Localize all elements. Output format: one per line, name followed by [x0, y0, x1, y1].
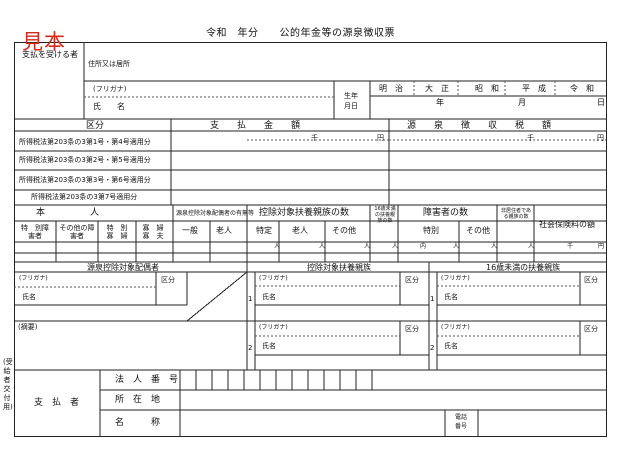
era-taisho: 大 正 — [425, 84, 449, 93]
dependent-index-1: 1 — [248, 295, 253, 303]
birth-label-2: 月日 — [344, 102, 358, 110]
dependents-specific: 特定 — [256, 226, 272, 235]
dependents-header: 控除対象扶養親族の数 — [259, 208, 350, 218]
amount-row-1: 所得税法第203条の3第1号・第4号適用分 — [19, 138, 151, 146]
under16-1-name: 氏名 — [444, 293, 458, 301]
dependents-general: 一般 — [182, 226, 198, 235]
furigana-label: (フリガナ) — [93, 85, 127, 93]
special-disabled: 特 別障害者 — [21, 224, 49, 240]
sample-stamp: 見本 — [22, 30, 66, 54]
social-insurance-header: 社会保険料の額 — [539, 220, 595, 229]
unit-person-4: 人 — [392, 243, 399, 250]
payer-address-label: 所 在 地 — [115, 395, 161, 405]
disabled-other: その他 — [466, 226, 490, 235]
under16-header: 16歳未満の扶養親族の数 — [374, 206, 396, 224]
amount-row-4: 所得税法第203条の3第7号適用分 — [31, 193, 138, 201]
under16-index-1: 1 — [430, 295, 435, 303]
under16-family-header: 16歳未満の扶養親族 — [486, 263, 561, 272]
disabled-special: 特別 — [423, 226, 439, 235]
spouse-header: 源泉控除対象配偶者 — [87, 263, 159, 272]
era-showa: 昭 和 — [475, 84, 499, 93]
dependents-other: その他 — [332, 226, 356, 235]
unit-person-1: 人 — [274, 243, 281, 250]
widow: 寡 婦寡 夫 — [142, 224, 164, 240]
dependent-2-name: 氏名 — [262, 342, 276, 350]
recipient-copy-note: (受給者交付用) — [3, 358, 13, 411]
dependent-index-2: 2 — [248, 344, 253, 352]
special-widow: 特 別寡 婦 — [106, 224, 128, 240]
payment-yen: 円 — [377, 134, 384, 142]
payment-header: 支 払 金 額 — [210, 121, 301, 131]
under16-2-furigana: (フリガナ) — [441, 324, 470, 331]
form-title: 令和 年分 公的年金等の源泉徴収票 — [206, 28, 395, 39]
other-disabled: その他の障害者 — [59, 224, 95, 240]
address-label: 住所又は居所 — [88, 60, 130, 68]
dependents-elderly: 老人 — [216, 226, 232, 235]
era-heisei: 平 成 — [522, 84, 546, 93]
social-thousand: 千 — [567, 243, 574, 250]
nonresident-header: 非居住者である親族の数 — [501, 208, 531, 220]
spouse-furigana: (フリガナ) — [19, 275, 48, 282]
corp-number-label: 法 人 番 号 — [115, 375, 179, 385]
unit-person-5: 人 — [453, 243, 460, 250]
disabled-header: 障害者の数 — [423, 208, 469, 218]
payer-label: 支 払 者 — [34, 398, 80, 408]
birth-label-1: 生年 — [344, 92, 358, 100]
withholding-yen: 円 — [597, 134, 604, 142]
phone-label-2: 番号 — [455, 423, 468, 430]
under16-2-name: 氏名 — [444, 342, 458, 350]
spouse-name-label: 氏名 — [22, 293, 36, 301]
dependents-family-header: 控除対象扶養親族 — [307, 263, 371, 272]
dependents-elderly-2: 老人 — [292, 226, 308, 235]
spouse-kubun: 区分 — [161, 276, 175, 284]
unit-person-3: 人 — [364, 243, 371, 250]
amount-row-3: 所得税法第203条の3第3号・第6号適用分 — [19, 176, 151, 184]
under16-1-kubun: 区分 — [584, 276, 598, 284]
era-reiwa: 令 和 — [570, 84, 594, 93]
kubun-header: 区分 — [86, 121, 105, 131]
remarks-label: (摘要) — [18, 323, 38, 331]
payer-name-label: 名 称 — [115, 418, 161, 428]
under16-1-furigana: (フリガナ) — [441, 275, 470, 282]
social-yen: 円 — [598, 243, 605, 250]
month-unit: 月 — [518, 98, 526, 107]
dependent-2-kubun: 区分 — [405, 325, 419, 333]
phone-label-1: 電話 — [455, 414, 468, 421]
withholding-header: 源 泉 徴 収 税 額 — [407, 121, 552, 131]
unit-internal: 内 — [420, 243, 427, 250]
dependent-1-name: 氏名 — [262, 293, 276, 301]
person-header: 本 人 — [36, 208, 100, 218]
unit-person-6: 人 — [491, 243, 498, 250]
payee-label: 支払を受ける者 — [22, 50, 78, 59]
under16-index-2: 2 — [430, 344, 435, 352]
era-meiji: 明 治 — [379, 84, 403, 93]
under16-2-kubun: 区分 — [584, 325, 598, 333]
unit-person-7: 人 — [528, 243, 535, 250]
dependent-2-furigana: (フリガナ) — [259, 324, 288, 331]
dependent-1-furigana: (フリガナ) — [259, 275, 288, 282]
dependent-1-kubun: 区分 — [405, 276, 419, 284]
year-unit: 年 — [436, 98, 444, 107]
name-label: 氏 名 — [93, 102, 125, 111]
payment-thousand: 千 — [311, 134, 318, 142]
amount-row-2: 所得税法第203条の3第2号・第5号適用分 — [19, 156, 151, 164]
unit-person-2: 人 — [319, 243, 326, 250]
spouse-flag-header: 源泉控除対象配偶者の有無等 — [176, 210, 255, 217]
withholding-thousand: 千 — [527, 134, 534, 142]
day-unit: 日 — [597, 98, 605, 107]
